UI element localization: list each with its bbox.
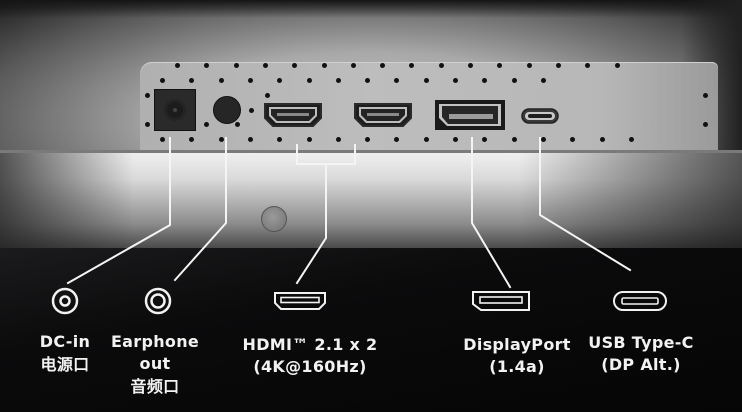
vent-hole xyxy=(453,137,458,142)
vent-hole xyxy=(555,63,561,68)
dark-background xyxy=(0,248,742,412)
usb-c-port xyxy=(521,108,559,124)
label-displayport: DisplayPort (1.4a) xyxy=(463,335,571,376)
vent-hole xyxy=(204,122,209,127)
usb-type-c-icon xyxy=(613,291,667,311)
vent-hole xyxy=(265,93,270,98)
hdmi-icon xyxy=(274,292,326,310)
vent-hole xyxy=(409,63,415,68)
vent-hole xyxy=(321,63,327,68)
vent-hole xyxy=(277,78,283,83)
audio-jack-icon xyxy=(144,287,172,315)
vent-hole xyxy=(511,78,517,83)
vent-hole xyxy=(292,63,298,68)
vent-hole xyxy=(365,137,371,142)
displayport-icon xyxy=(472,291,530,311)
dc-power-jack-icon xyxy=(51,287,79,315)
label-dc-in: DC-in 电源口 xyxy=(39,332,91,374)
vent-hole xyxy=(145,93,150,98)
hdmi-port-1 xyxy=(264,103,322,127)
vent-hole xyxy=(218,137,224,142)
vent-hole xyxy=(306,78,312,83)
vent-hole xyxy=(249,108,254,113)
vent-hole xyxy=(540,137,546,142)
vent-hole xyxy=(423,78,429,83)
vent-hole xyxy=(511,137,517,142)
rear-round-button xyxy=(261,206,287,232)
label-hdmi: HDMI™ 2.1 x 2 (4K@160Hz) xyxy=(242,335,378,376)
vent-hole xyxy=(277,137,283,142)
vent-hole xyxy=(423,137,429,142)
vent-hole xyxy=(233,63,239,68)
vent-hole xyxy=(247,137,253,142)
vent-hole xyxy=(394,137,400,142)
vent-hole xyxy=(468,63,473,68)
vent-hole xyxy=(599,137,605,142)
vent-hole xyxy=(703,93,708,98)
vent-hole xyxy=(585,63,591,68)
earphone-port xyxy=(213,96,241,124)
vent-hole xyxy=(175,63,180,68)
vent-hole xyxy=(350,63,356,68)
dc-in-port xyxy=(154,89,196,131)
vent-hole xyxy=(526,63,532,68)
vent-hole xyxy=(482,137,488,142)
vent-hole xyxy=(235,122,240,127)
label-usb-c: USB Type-C (DP Alt.) xyxy=(588,333,694,374)
vent-hole xyxy=(160,78,165,83)
panel-edge xyxy=(0,150,742,153)
vent-hole xyxy=(145,122,150,127)
vent-hole xyxy=(703,122,708,127)
vent-hole xyxy=(189,78,195,83)
vent-hole xyxy=(614,63,620,68)
vent-hole xyxy=(453,78,458,83)
vent-hole xyxy=(365,78,371,83)
vent-hole xyxy=(628,137,634,142)
vent-hole xyxy=(540,78,546,83)
vent-hole xyxy=(218,78,224,83)
displayport-port xyxy=(435,100,505,130)
monitor-lower-band xyxy=(0,150,742,248)
vent-hole xyxy=(497,63,503,68)
vent-hole xyxy=(306,137,312,142)
vent-hole xyxy=(262,63,268,68)
vent-hole xyxy=(438,63,444,68)
vent-hole xyxy=(570,137,576,142)
io-panel xyxy=(140,62,718,152)
vent-hole xyxy=(335,137,341,142)
vent-hole xyxy=(394,78,400,83)
vent-hole xyxy=(380,63,386,68)
hdmi-port-2 xyxy=(354,103,412,127)
vent-hole xyxy=(335,78,341,83)
vent-hole xyxy=(247,78,253,83)
vent-hole xyxy=(204,63,210,68)
label-earphone-out: Earphone out 音频口 xyxy=(110,332,200,396)
vent-hole xyxy=(160,137,165,142)
vent-hole xyxy=(482,78,488,83)
vent-hole xyxy=(189,137,195,142)
